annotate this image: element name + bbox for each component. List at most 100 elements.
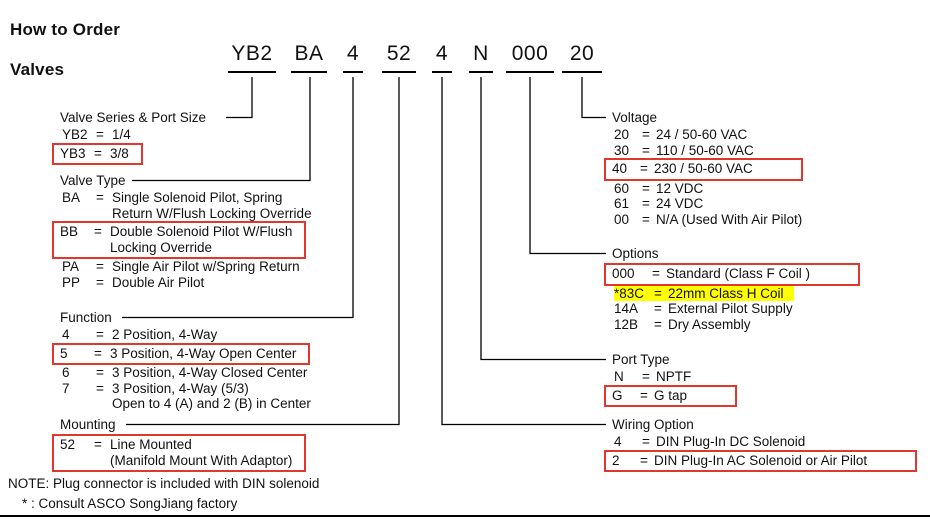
option-code: 000 <box>612 266 635 281</box>
connector-line-voltage <box>581 77 606 119</box>
option-desc: Standard (Class F Coil ) <box>666 266 811 281</box>
option-code: 52 <box>60 437 76 452</box>
option-desc: 2 Position, 4-Way <box>112 327 218 342</box>
option-desc: 3 Position, 4-Way Open Center <box>110 345 297 361</box>
option-desc: 22mm Class H Coil <box>668 285 784 301</box>
equals-sign: = <box>642 211 650 227</box>
equals-sign: = <box>642 434 650 449</box>
options-row-83c-highlighted: *83C = 22mm Class H Coil <box>614 285 794 301</box>
section-title-mounting: Mounting <box>60 417 116 432</box>
valve-series-row-yb3-selected: YB3 = 3/8 <box>52 142 143 165</box>
equals-sign: = <box>96 380 104 396</box>
equals-sign: = <box>94 437 102 452</box>
equals-sign: = <box>642 369 650 384</box>
option-desc: External Pilot Supply <box>668 301 793 316</box>
equals-sign: = <box>96 190 104 205</box>
equals-sign: = <box>96 327 104 342</box>
section-title-wiring-option: Wiring Option <box>612 417 694 432</box>
page-subtitle: Valves <box>10 60 65 79</box>
function-row-7: 7 = 3 Position, 4-Way (5/3) Open to 4 (A… <box>62 381 311 412</box>
option-desc: NPTF <box>656 369 692 384</box>
section-wiring-option: Wiring Option 4 = DIN Plug-In DC Solenoi… <box>604 416 918 472</box>
option-desc: Double Solenoid Pilot W/Flush <box>110 224 293 239</box>
option-desc: 24 / 50-60 VAC <box>656 127 748 142</box>
option-code: 40 <box>612 161 628 176</box>
equals-sign: = <box>652 266 660 281</box>
function-row-5-selected: 5 = 3 Position, 4-Way Open Center <box>52 342 311 365</box>
note-consult-factory: * : Consult ASCO SongJiang factory <box>22 496 238 511</box>
equals-sign: = <box>94 345 102 361</box>
equals-sign: = <box>640 452 648 468</box>
option-desc: Double Air Pilot <box>112 274 205 290</box>
section-valve-series: Valve Series & Port Size YB2 = 1/4 YB3 =… <box>52 109 207 165</box>
section-title-options: Options <box>612 246 659 261</box>
code-segment-mounting: 52 <box>382 42 416 73</box>
code-segment-port-type: N <box>469 42 493 73</box>
equals-sign: = <box>654 285 662 301</box>
options-row-000-selected: 000 = Standard (Class F Coil ) <box>604 263 861 286</box>
connector-line-valve-type <box>132 77 311 182</box>
option-desc: 3/8 <box>110 145 129 161</box>
option-desc-line2: Return W/Flush Locking Override <box>112 205 312 221</box>
option-desc-line2: Open to 4 (A) and 2 (B) in Center <box>112 396 311 411</box>
option-code: YB2 <box>62 127 88 142</box>
option-code: G <box>612 387 623 403</box>
connector-line-series <box>226 77 253 119</box>
section-options: Options 000 = Standard (Class F Coil ) *… <box>604 245 861 333</box>
option-code: 60 <box>614 180 630 196</box>
connector-line-function <box>122 77 354 319</box>
section-title-voltage: Voltage <box>612 110 658 125</box>
option-desc: DIN Plug-In AC Solenoid or Air Pilot <box>654 452 868 468</box>
connector-line-port-type <box>480 77 606 361</box>
option-desc: 24 VDC <box>656 196 704 211</box>
equals-sign: = <box>642 142 650 158</box>
code-segment-voltage: 20 <box>562 42 602 73</box>
valve-series-row-yb2: YB2 = 1/4 <box>62 127 206 143</box>
option-code: 7 <box>62 380 70 396</box>
voltage-row-20: 20 = 24 / 50-60 VAC <box>614 127 803 143</box>
equals-sign: = <box>96 274 104 290</box>
option-desc: 3 Position, 4-Way Closed Center <box>112 365 308 380</box>
option-code: BA <box>62 190 81 205</box>
option-desc: 3 Position, 4-Way (5/3) <box>112 380 249 396</box>
section-voltage: Voltage 20 = 24 / 50-60 VAC 30 = 110 / 5… <box>604 109 803 227</box>
equals-sign: = <box>94 145 102 161</box>
section-title-port-type: Port Type <box>612 352 670 367</box>
option-code: PP <box>62 274 81 290</box>
equals-sign: = <box>642 127 650 142</box>
option-code: 14A <box>614 301 639 316</box>
option-desc: Single Solenoid Pilot, Spring <box>112 190 283 205</box>
option-code: PA <box>62 259 80 274</box>
connector-line-mounting <box>126 77 400 426</box>
valve-type-row-ba: BA = Single Solenoid Pilot, Spring Retur… <box>62 190 312 221</box>
option-code: N <box>614 369 624 384</box>
section-port-type: Port Type N = NPTF G = G tap <box>604 351 738 407</box>
option-desc: Line Mounted <box>110 437 192 452</box>
code-segment-function: 4 <box>343 42 363 73</box>
option-desc: G tap <box>654 387 688 403</box>
function-row-6: 6 = 3 Position, 4-Way Closed Center <box>62 365 311 381</box>
mounting-row-52-selected: 52 = Line Mounted (Manifold Mount With A… <box>52 434 307 472</box>
section-valve-type: Valve Type BA = Single Solenoid Pilot, S… <box>52 172 312 290</box>
voltage-row-60: 60 = 12 VDC <box>614 181 803 197</box>
equals-sign: = <box>654 301 662 316</box>
option-code: 4 <box>614 434 622 449</box>
port-type-row-g-selected: G = G tap <box>604 384 738 407</box>
section-title-valve-series: Valve Series & Port Size <box>60 110 207 125</box>
option-code: 12B <box>614 316 639 332</box>
connector-line-options <box>529 77 606 255</box>
equals-sign: = <box>640 161 648 176</box>
valve-type-row-bb-selected: BB = Double Solenoid Pilot W/Flush Locki… <box>52 221 307 259</box>
option-desc: 12 VDC <box>656 180 704 196</box>
section-mounting: Mounting 52 = Line Mounted (Manifold Mou… <box>52 416 307 472</box>
option-desc: 1/4 <box>112 127 131 142</box>
option-desc-line2: (Manifold Mount With Adaptor) <box>110 452 293 468</box>
voltage-row-30: 30 = 110 / 50-60 VAC <box>614 143 803 159</box>
equals-sign: = <box>96 127 104 142</box>
option-desc: 230 / 50-60 VAC <box>654 161 753 176</box>
option-code: YB3 <box>60 145 86 161</box>
function-row-4: 4 = 2 Position, 4-Way <box>62 327 311 343</box>
connector-line-wiring <box>441 77 606 426</box>
options-row-12b: 12B = Dry Assembly <box>614 317 860 333</box>
wiring-row-2-selected: 2 = DIN Plug-In AC Solenoid or Air Pilot <box>604 449 918 472</box>
